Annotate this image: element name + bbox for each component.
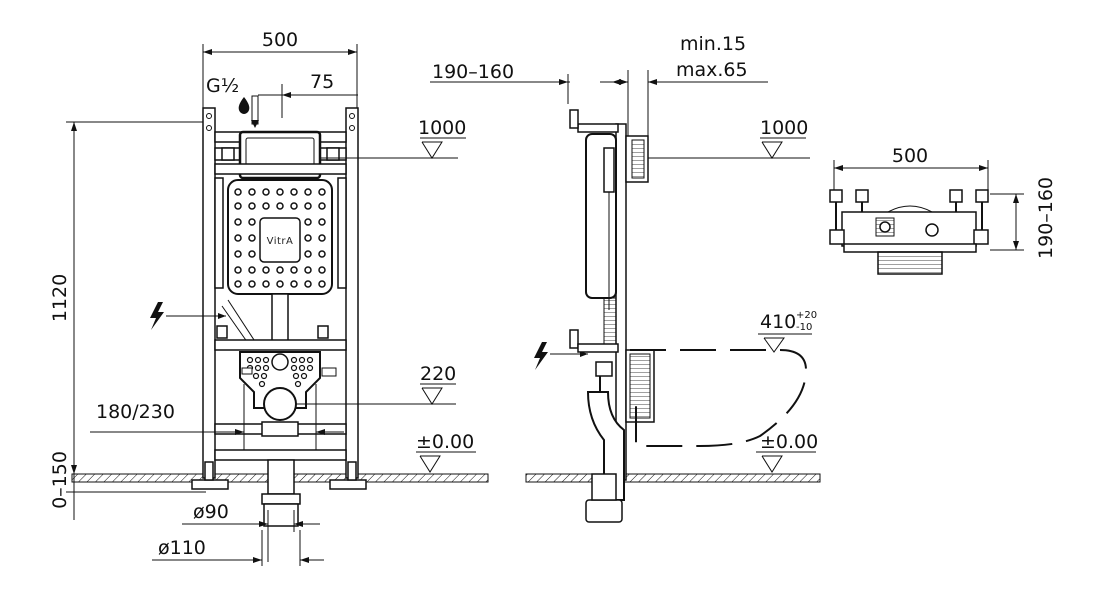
inlet-offset-label: 75 — [310, 71, 334, 93]
pipe-inner-label: ø90 — [193, 501, 229, 523]
level-marker-zero-front: ±0.00 — [416, 431, 476, 473]
top-width-label: 500 — [892, 145, 928, 167]
cistern-dot-pattern — [234, 188, 326, 288]
outlet-spacing-label: 180/230 — [96, 401, 175, 423]
front-width-label: 500 — [262, 29, 298, 51]
floor-hatch-side — [525, 473, 821, 483]
level-marker-zero-side: ±0.00 — [756, 431, 818, 473]
water-drop-icon — [238, 97, 250, 114]
svg-text:410: 410 — [760, 311, 796, 333]
top-depth-label: 190–160 — [1035, 177, 1057, 259]
svg-text:±0.00: ±0.00 — [416, 431, 474, 453]
wall-max-label: max.65 — [676, 59, 748, 81]
water-inlet-label: G½ — [206, 75, 239, 97]
level-marker-1000-side: 1000 — [760, 117, 808, 159]
top-view: 500 190–160 — [829, 145, 1057, 275]
front-view: 500 G½ 75 1120 0–150 — [49, 29, 489, 566]
level-marker-410: 410 +20 -10 — [758, 310, 817, 353]
svg-text:220: 220 — [420, 363, 456, 385]
svg-text:+20: +20 — [796, 310, 817, 321]
electric-lightning-icon — [150, 302, 164, 330]
level-marker-1000-front: 1000 — [418, 117, 466, 159]
svg-text:-10: -10 — [796, 322, 812, 333]
electric-lightning-icon-side — [534, 342, 548, 370]
wc-bowl-outline — [630, 349, 808, 447]
level-marker-220: 220 — [420, 363, 456, 405]
side-view: 190–160 min.15 max.65 — [430, 33, 821, 523]
pipe-outer-label: ø110 — [158, 537, 206, 559]
svg-text:1000: 1000 — [418, 117, 466, 139]
front-height-label: 1120 — [49, 274, 71, 322]
svg-text:1000: 1000 — [760, 117, 808, 139]
side-depth-label: 190–160 — [432, 61, 514, 83]
floor-offset-label: 0–150 — [49, 451, 71, 509]
wall-min-label: min.15 — [680, 33, 746, 55]
svg-text:±0.00: ±0.00 — [760, 431, 818, 453]
brand-logo: VitrA — [267, 236, 294, 247]
